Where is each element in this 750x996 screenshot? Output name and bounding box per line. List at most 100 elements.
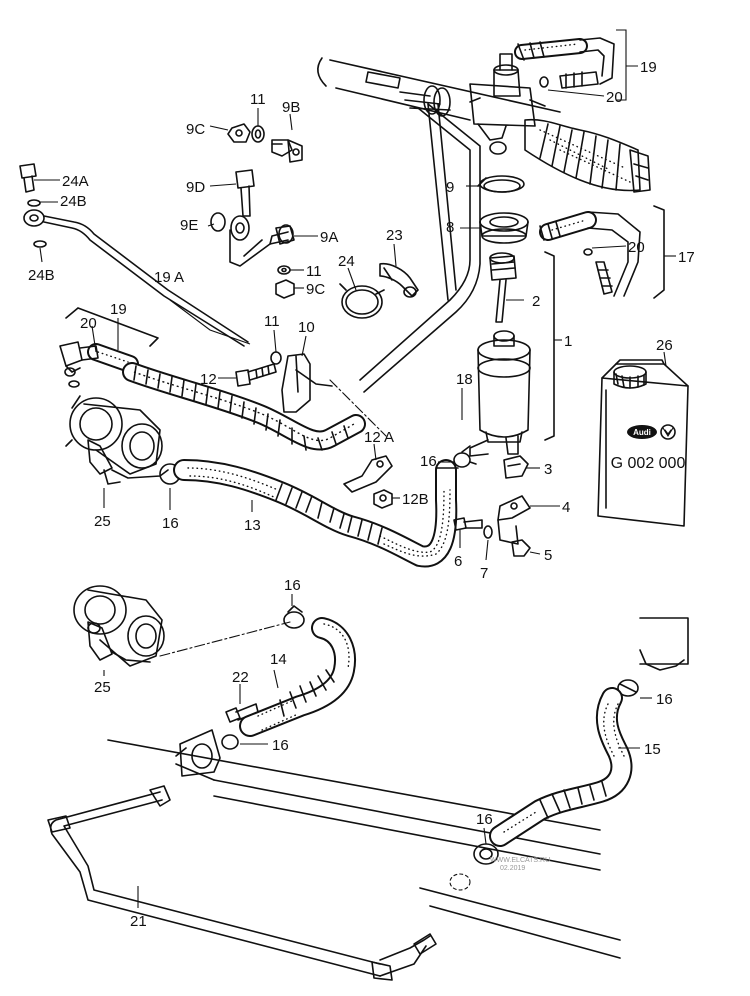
oil-can-brand-logo: Audi (633, 428, 651, 437)
label-14: 14 (270, 651, 287, 668)
label-9e: 9E (180, 217, 198, 234)
suction-hose-14 (239, 617, 356, 737)
label-7: 7 (480, 565, 488, 582)
label-22: 22 (232, 669, 249, 686)
label-11-top: 11 (250, 91, 266, 108)
label-24: 24 (338, 253, 355, 270)
bolt-6 (453, 517, 483, 531)
label-19-left: 19 (110, 301, 127, 318)
label-23: 23 (386, 227, 403, 244)
bracket-line-17 (653, 205, 665, 299)
label-20-top: 20 (606, 89, 623, 106)
label-4: 4 (562, 499, 570, 516)
label-9b: 9B (282, 99, 300, 116)
bracket-line-19-left (65, 307, 159, 347)
fluid-reservoir-1 (469, 330, 531, 457)
label-19-top: 19 (640, 59, 657, 76)
label-16-d: 16 (272, 737, 289, 754)
banjo-fitting-20-top (539, 71, 599, 89)
callout-labels: 19 20 11 9B 9C 24A 24B 24B 9D 9E 9A 9 8 … (28, 59, 695, 930)
label-9: 9 (446, 179, 454, 196)
label-24b-a: 24B (60, 193, 87, 210)
label-8: 8 (446, 219, 454, 236)
pipe-21 (47, 785, 437, 981)
suction-hose-15 (489, 687, 633, 847)
washer-11-top (251, 125, 265, 143)
bracket-9a (229, 224, 295, 267)
seal-24b-upper (27, 199, 41, 207)
oil-can-26 (597, 359, 689, 527)
label-21: 21 (130, 913, 147, 930)
label-13: 13 (244, 517, 261, 534)
label-19a: 19 A (154, 269, 184, 286)
dipstick-2 (489, 252, 517, 323)
label-2: 2 (532, 293, 540, 310)
label-16-b: 16 (162, 515, 179, 532)
grommet-9e (210, 212, 250, 241)
label-20-left: 20 (80, 315, 97, 332)
bracket-line-1 (544, 251, 555, 441)
label-11-clamp: 11 (264, 313, 280, 330)
pressure-hose-19-left (87, 343, 366, 451)
label-9c-mid: 9C (306, 281, 325, 298)
hose-clamp-16-reservoir (453, 445, 477, 468)
label-9a: 9A (320, 229, 338, 246)
clamp-ring-9 (477, 175, 525, 193)
hose-clamp-16-bracket (221, 734, 239, 750)
label-11-mid: 11 (306, 263, 322, 280)
reservoir-cap-8 (479, 212, 529, 244)
seal-24b-lower (33, 240, 47, 248)
power-steering-pump-25-bottom (73, 585, 165, 667)
label-24a: 24A (62, 173, 89, 190)
oil-can-part-number: G 002 000 (611, 455, 686, 472)
spring-clip-24 (339, 283, 385, 319)
label-9d: 9D (186, 179, 205, 196)
rack-boot (524, 118, 651, 193)
label-9c-top: 9C (186, 121, 205, 138)
nut-12b (373, 489, 393, 509)
bracket-12a (343, 455, 393, 493)
power-steering-pump-25-top (65, 395, 169, 485)
nut-9c-mid (275, 279, 295, 299)
label-16-f: 16 (476, 811, 493, 828)
label-17: 17 (678, 249, 695, 266)
pipe-clamp-10 (281, 353, 333, 413)
return-hose-13 (159, 459, 459, 568)
label-6: 6 (454, 553, 462, 570)
hidden-port-outline (449, 873, 471, 891)
steering-rack (317, 53, 561, 155)
bolt-9b (271, 139, 303, 163)
washer-7 (483, 525, 493, 539)
label-24b-b: 24B (28, 267, 55, 284)
label-16-c: 16 (284, 577, 301, 594)
label-26: 26 (656, 337, 673, 354)
label-1: 1 (564, 333, 572, 350)
label-5: 5 (544, 547, 552, 564)
label-16-e: 16 (656, 691, 673, 708)
label-25-bottom: 25 (94, 679, 111, 696)
reservoir-lower-outline (639, 617, 689, 671)
nut-5 (511, 539, 531, 557)
hose-clamp-16-upper-right (617, 679, 639, 697)
label-12a: 12 A (364, 429, 394, 446)
banjo-bolt-24a (19, 163, 37, 193)
clip-3 (503, 455, 529, 479)
label-12: 12 (200, 371, 217, 388)
label-16-a: 16 (420, 453, 437, 470)
bolt-12 (235, 363, 277, 387)
bolt-9d (235, 169, 255, 217)
label-3: 3 (544, 461, 552, 478)
washer-11-mid (277, 265, 291, 275)
bracket-4 (497, 495, 531, 545)
return-hose-17 (539, 211, 641, 297)
label-18: 18 (456, 371, 473, 388)
leader-lines (34, 29, 676, 908)
banjo-fitting-20-left (59, 341, 99, 388)
nut-9c-top (227, 123, 251, 143)
hose-clamp-23 (379, 262, 419, 298)
hose-clamp-16-top (283, 605, 305, 629)
label-20-right: 20 (628, 239, 645, 256)
banjo-fitting-20-right (583, 248, 613, 295)
label-25-top: 25 (94, 513, 111, 530)
